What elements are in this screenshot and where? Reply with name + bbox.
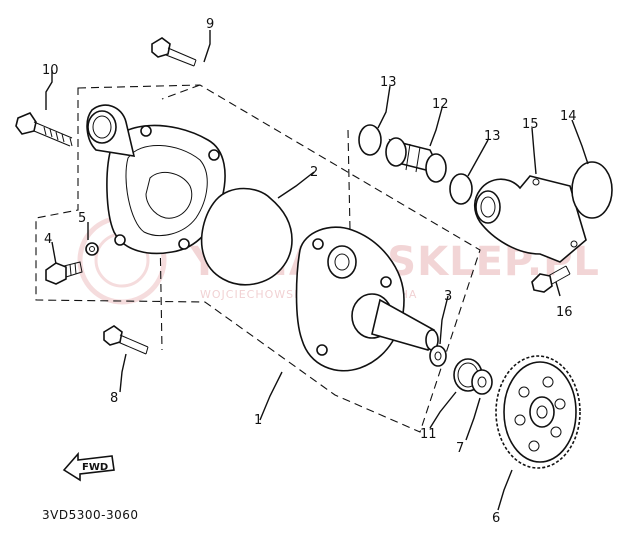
- callout-numbers: 10 9 2 5 4 13 12 13 15 14 3 16 1 8 11 7 …: [42, 17, 577, 526]
- part-8-bolt: [103, 325, 149, 355]
- water-pump-cover: [86, 104, 226, 255]
- callout-6: 6: [492, 511, 500, 526]
- callout-16: 16: [556, 305, 573, 320]
- part-6-impeller-gear: [495, 355, 581, 469]
- catalog-code: 3VD5300-3060: [42, 508, 139, 522]
- callout-14: 14: [560, 109, 577, 124]
- callout-8: 8: [110, 391, 118, 406]
- part-7-washer: [471, 369, 493, 395]
- part-4-drain-plug: [45, 261, 83, 285]
- callout-9: 9: [206, 17, 214, 32]
- part-14-o-ring: [571, 161, 613, 219]
- callout-4: 4: [44, 232, 52, 247]
- part-1-pump-housing: [295, 226, 439, 372]
- part-12-pipe: [385, 137, 447, 183]
- part-5-washer: [85, 242, 99, 256]
- part-13-o-ring-upper: [358, 124, 382, 156]
- fwd-label: FWD: [82, 462, 108, 473]
- callout-7: 7: [456, 441, 464, 456]
- callout-1: 1: [254, 413, 262, 428]
- part-13-o-ring-lower: [449, 173, 473, 205]
- part-2-gasket: [200, 187, 293, 286]
- callout-3: 3: [444, 289, 452, 304]
- part-10-long-bolt: [15, 112, 73, 147]
- part-3-seal: [429, 345, 447, 367]
- forward-arrow: FWD: [62, 451, 115, 482]
- callout-5: 5: [78, 211, 86, 226]
- callout-10: 10: [42, 63, 59, 78]
- callout-12: 12: [432, 97, 449, 112]
- callout-15: 15: [522, 117, 539, 132]
- callout-11: 11: [420, 427, 437, 442]
- callout-13-upper: 13: [380, 75, 397, 90]
- part-15-elbow-fitting: [473, 175, 587, 263]
- leader-lines: [45, 30, 589, 511]
- callout-2: 2: [310, 165, 318, 180]
- part-16-bolt: [531, 265, 571, 293]
- callout-13-lower: 13: [484, 129, 501, 144]
- part-9-bolt: [151, 37, 197, 67]
